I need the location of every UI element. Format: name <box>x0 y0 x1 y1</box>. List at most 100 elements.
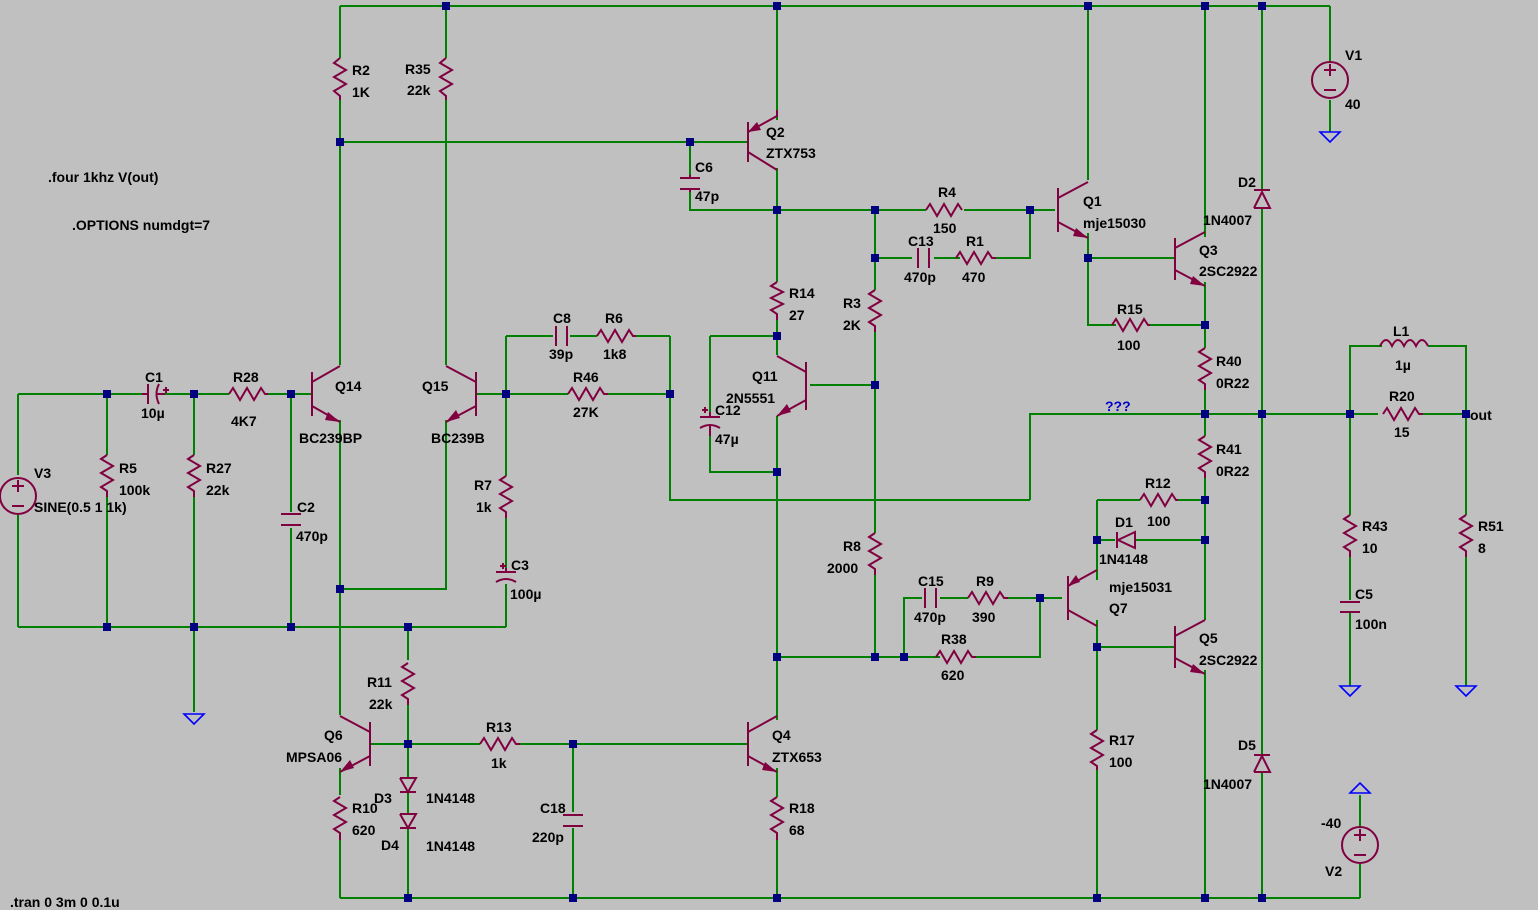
capacitor-C6[interactable] <box>680 175 700 192</box>
transistor-Q4[interactable] <box>747 715 778 773</box>
ref-Q4: Q4 <box>772 727 791 743</box>
resistor-R17[interactable] <box>1089 729 1105 770</box>
capacitor-C8[interactable] <box>555 326 568 346</box>
ref-V2: V2 <box>1325 863 1342 879</box>
labels: .four 1khz V(out) .OPTIONS numdgt=7 .tra… <box>10 47 1504 910</box>
ref-D3: D3 <box>374 790 392 806</box>
transistor-Q5[interactable] <box>1174 619 1206 675</box>
ref-R3: R3 <box>843 295 861 311</box>
resistors <box>99 57 1474 840</box>
resistor-R40[interactable] <box>1197 347 1213 390</box>
resistor-R43[interactable] <box>1342 514 1358 557</box>
diode-D3[interactable] <box>399 777 418 795</box>
junction-dot <box>871 653 879 661</box>
ref-R41: R41 <box>1216 441 1242 457</box>
junction-dot <box>900 653 908 661</box>
transistor-Q14[interactable] <box>311 365 341 423</box>
capacitor-C3[interactable] <box>495 563 517 583</box>
ref-R51: R51 <box>1478 518 1504 534</box>
resistor-R6[interactable] <box>596 328 636 344</box>
transistor-Q6[interactable] <box>339 715 371 773</box>
ref-C13: C13 <box>908 233 934 249</box>
junction-dot <box>1093 536 1101 544</box>
ref-R5: R5 <box>119 460 137 476</box>
source-V3[interactable] <box>0 477 37 515</box>
wires <box>17 5 1467 899</box>
source-V2[interactable] <box>1341 826 1379 864</box>
diode-D4[interactable] <box>399 813 418 831</box>
ref-C5: C5 <box>1355 586 1373 602</box>
resistor-R11[interactable] <box>400 662 416 705</box>
resistor-R35[interactable] <box>438 57 454 100</box>
value-R3: 2K <box>843 317 861 333</box>
ref-V3: V3 <box>34 465 51 481</box>
value-R40: 0R22 <box>1216 375 1250 391</box>
transistor-Q3[interactable] <box>1174 231 1206 287</box>
capacitor-C13[interactable] <box>917 248 930 268</box>
capacitor-C2[interactable] <box>281 513 301 526</box>
resistor-R10[interactable] <box>332 796 348 840</box>
resistor-R46[interactable] <box>567 386 608 402</box>
ref-R2: R2 <box>352 62 370 78</box>
transistor-Q2[interactable] <box>747 110 778 171</box>
junction-dot <box>1258 410 1266 418</box>
value-Q3: 2SC2922 <box>1199 263 1258 279</box>
junction-dot <box>773 332 781 340</box>
value-R10: 620 <box>352 822 376 838</box>
ref-Q3: Q3 <box>1199 242 1218 258</box>
capacitors <box>142 175 1360 827</box>
junction-dot <box>103 390 111 398</box>
junction-dot <box>1201 410 1209 418</box>
resistor-R51[interactable] <box>1458 514 1474 557</box>
resistor-R5[interactable] <box>99 454 115 497</box>
junction-dot <box>686 138 694 146</box>
resistor-R18[interactable] <box>769 796 785 840</box>
diode-D5[interactable] <box>1253 753 1272 773</box>
resistor-R14[interactable] <box>768 281 786 320</box>
transistor-Q7[interactable] <box>1067 569 1098 627</box>
junction-dot <box>1036 594 1044 602</box>
ref-R13: R13 <box>486 719 512 735</box>
ref-L1: L1 <box>1393 323 1410 339</box>
capacitor-C18[interactable] <box>563 814 583 827</box>
tran-directive: .tran 0 3m 0 0.1u <box>10 894 120 910</box>
value-Q15: BC239B <box>431 430 485 446</box>
capacitor-C1[interactable] <box>142 383 169 405</box>
resistor-R20[interactable] <box>1382 406 1423 422</box>
ground-icon <box>182 713 206 726</box>
capacitor-C5[interactable] <box>1340 601 1360 613</box>
resistor-R3[interactable] <box>867 289 883 332</box>
diode-D2[interactable] <box>1253 189 1272 209</box>
resistor-R13[interactable] <box>479 736 520 752</box>
resistor-R27[interactable] <box>186 454 202 497</box>
resistor-R2[interactable] <box>332 57 348 100</box>
resistor-R9[interactable] <box>967 590 1008 606</box>
value-R13: 1k <box>491 755 507 771</box>
resistor-R12[interactable] <box>1139 492 1178 508</box>
transistor-Q11[interactable] <box>776 355 807 417</box>
ref-R18: R18 <box>789 800 815 816</box>
resistor-R15[interactable] <box>1111 317 1150 333</box>
resistor-R7[interactable] <box>498 475 514 518</box>
source-V1[interactable] <box>1311 61 1349 99</box>
capacitor-C12[interactable] <box>699 407 721 436</box>
resistor-R28[interactable] <box>228 386 268 402</box>
resistor-R8[interactable] <box>867 532 883 575</box>
transistor-Q15[interactable] <box>445 365 477 423</box>
capacitor-C15[interactable] <box>924 588 937 608</box>
net-label-out: out <box>1470 407 1492 423</box>
inductor-L1[interactable] <box>1379 339 1429 349</box>
ref-R28: R28 <box>233 369 259 385</box>
junction-dot <box>1258 894 1266 902</box>
ground-icon <box>1318 131 1342 144</box>
resistor-R4[interactable] <box>925 202 963 218</box>
diode-D1[interactable] <box>1115 530 1136 550</box>
ref-R10: R10 <box>352 800 378 816</box>
ref-Q1: Q1 <box>1083 193 1102 209</box>
ref-R40: R40 <box>1216 353 1242 369</box>
transistor-Q1[interactable] <box>1057 181 1089 239</box>
resistor-R38[interactable] <box>935 649 976 665</box>
resistor-R1[interactable] <box>955 250 996 266</box>
resistor-R41[interactable] <box>1197 435 1213 478</box>
